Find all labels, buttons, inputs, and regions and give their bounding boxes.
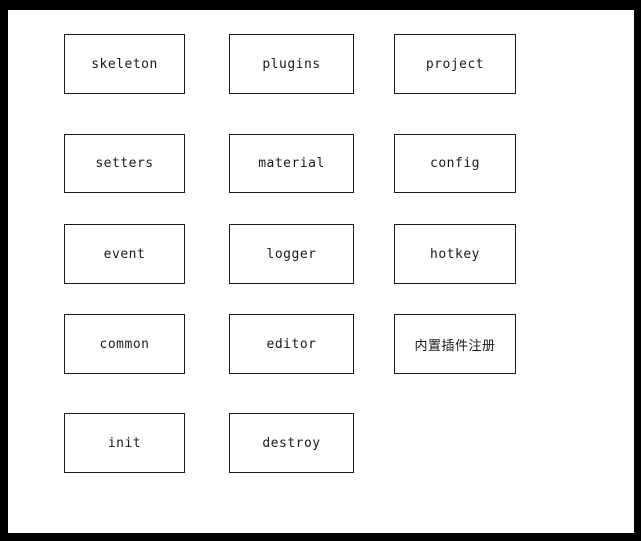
node-editor-label: editor (266, 336, 317, 352)
node-setters-label: setters (95, 156, 154, 171)
node-setters: setters (64, 134, 185, 193)
node-plugins-label: plugins (262, 56, 321, 72)
node-editor: editor (229, 314, 354, 374)
node-project: project (394, 34, 516, 94)
node-skeleton-label: skeleton (91, 56, 158, 72)
node-logger-label: logger (266, 246, 317, 262)
node-config-label: config (430, 156, 480, 171)
node-common-label: common (99, 336, 150, 352)
node-plugins: plugins (229, 34, 354, 94)
node-init: init (64, 413, 185, 473)
node-skeleton: skeleton (64, 34, 185, 94)
node-destroy-label: destroy (262, 435, 321, 451)
node-init-label: init (107, 435, 142, 451)
node-event: event (64, 224, 185, 284)
node-event-label: event (103, 246, 146, 262)
node-common: common (64, 314, 185, 374)
node-builtin-plugin-register: 内置插件注册 (394, 314, 516, 374)
node-destroy: destroy (229, 413, 354, 473)
node-config: config (394, 134, 516, 193)
node-material-label: material (258, 156, 325, 171)
node-hotkey: hotkey (394, 224, 516, 284)
node-hotkey-label: hotkey (430, 246, 480, 262)
node-logger: logger (229, 224, 354, 284)
node-material: material (229, 134, 354, 193)
node-project-label: project (425, 56, 485, 72)
node-builtin-plugin-register-label: 内置插件注册 (414, 338, 496, 354)
